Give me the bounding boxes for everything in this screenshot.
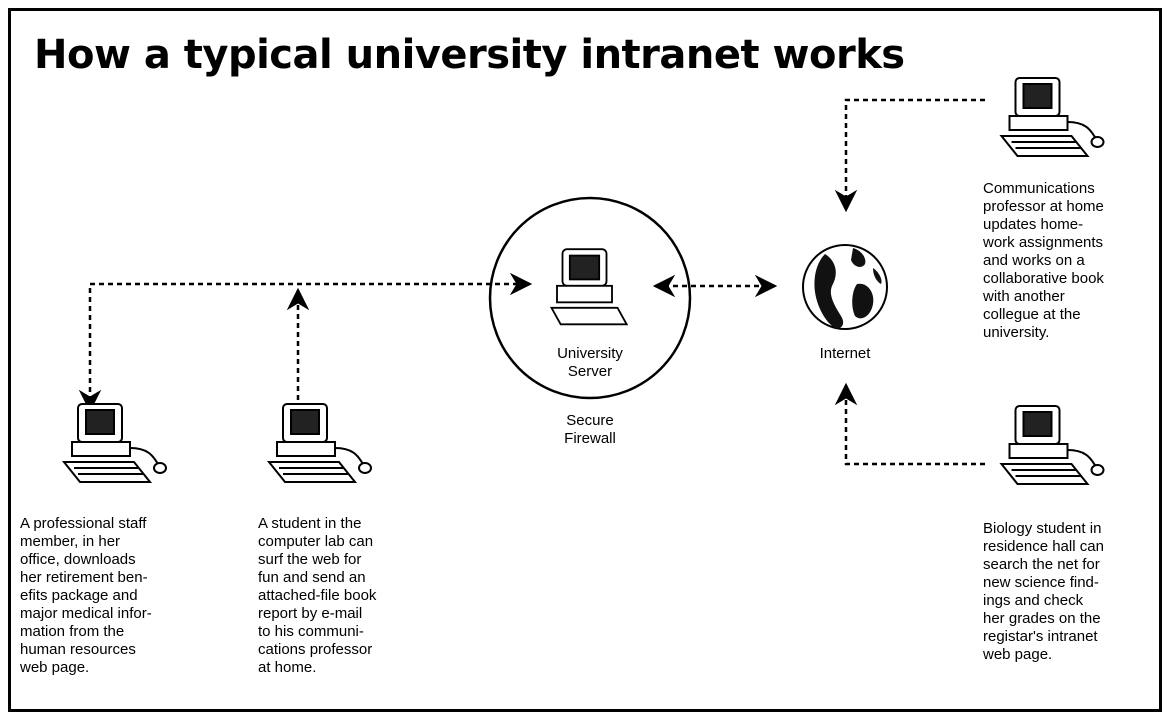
caption-line: her grades on the [983, 610, 1101, 627]
caption-line: residence hall can [983, 538, 1104, 555]
caption-line: Biology student in [983, 520, 1102, 537]
caption-line: at home. [258, 659, 317, 676]
internet-label: Internet [819, 345, 871, 362]
biology-caption: Biology student in residence hall can se… [983, 520, 1163, 664]
caption-line: university. [983, 324, 1050, 341]
caption-line: major medical infor- [20, 605, 152, 622]
caption-line: attached-file book [258, 587, 377, 604]
server-label-line1: University [557, 345, 623, 362]
biology-computer-icon [999, 405, 1105, 485]
biology-connection-line [834, 382, 985, 466]
caption-line: to his communi- [258, 623, 364, 640]
caption-line: web page. [983, 646, 1053, 663]
caption-line: cations professor [258, 641, 373, 658]
firewall-label-line2: Firewall [564, 430, 616, 447]
firewall-label: Secure Firewall [540, 412, 640, 448]
diagram-title: How a typical university intranet works [34, 32, 905, 78]
caption-line: her retirement ben- [20, 569, 148, 586]
professor-computer-icon [999, 77, 1105, 157]
caption-line: efits package and [20, 587, 138, 604]
staff-computer-icon [61, 403, 167, 483]
caption-line: report by e-mail [258, 605, 363, 622]
caption-line: collaborative book [983, 270, 1104, 287]
diagram-frame [8, 8, 1162, 712]
firewall-circle [488, 196, 692, 400]
globe-icon [802, 244, 888, 330]
server-label: University Server [540, 345, 640, 381]
caption-line: human resources [20, 641, 136, 658]
caption-line: A student in the [258, 515, 362, 532]
staff-connection-line [78, 272, 533, 413]
staff-caption: A professional staff member, in her offi… [20, 515, 235, 677]
student-lab-caption: A student in the computer lab can surf t… [258, 515, 458, 677]
caption-line: mation from the [20, 623, 125, 640]
student-computer-icon [266, 403, 372, 483]
server-computer-icon [549, 248, 629, 326]
caption-line: computer lab can [258, 533, 374, 550]
caption-line: with another [983, 288, 1065, 305]
professor-connection-line [834, 98, 985, 213]
caption-line: ings and check [983, 592, 1084, 609]
caption-line: work assignments [983, 234, 1104, 251]
caption-line: Communications [983, 180, 1095, 197]
caption-line: and works on a [983, 252, 1085, 269]
caption-line: office, downloads [20, 551, 136, 568]
caption-line: search the net for [983, 556, 1100, 573]
caption-line: A professional staff [20, 515, 147, 532]
firewall-label-line1: Secure [566, 412, 614, 429]
caption-line: surf the web for [258, 551, 362, 568]
caption-line: new science find- [983, 574, 1099, 591]
caption-line: collegue at the [983, 306, 1081, 323]
server-label-line2: Server [567, 363, 613, 380]
caption-line: member, in her [20, 533, 121, 550]
caption-line: updates home- [983, 216, 1084, 233]
professor-caption: Communications professor at home updates… [983, 180, 1163, 342]
caption-line: fun and send an [258, 569, 366, 586]
caption-line: web page. [20, 659, 90, 676]
caption-line: professor at home [983, 198, 1104, 215]
caption-line: registar's intranet [983, 628, 1098, 645]
